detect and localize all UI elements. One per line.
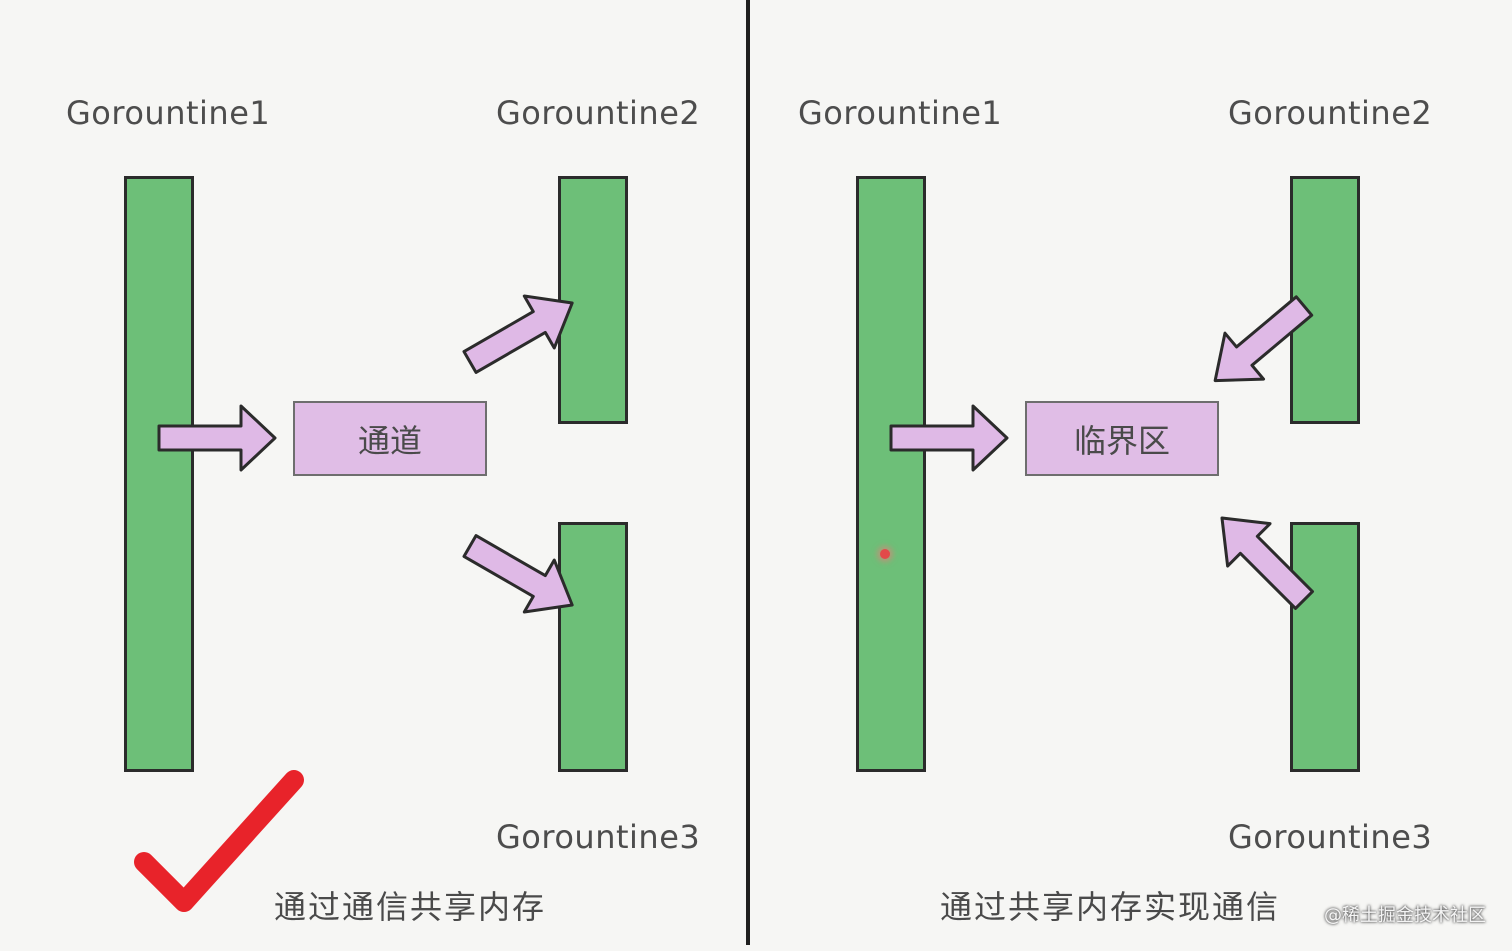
arrow-up-right-icon bbox=[462, 294, 574, 374]
goroutine2-label: Gorountine2 bbox=[496, 94, 701, 132]
goroutine3-label: Gorountine3 bbox=[1228, 818, 1433, 856]
goroutine1-label: Gorountine1 bbox=[66, 94, 271, 132]
goroutine2-bar bbox=[1290, 176, 1360, 424]
pointer-dot bbox=[880, 549, 890, 559]
goroutine1-bar bbox=[124, 176, 194, 772]
arrow-down-left-icon bbox=[1213, 295, 1314, 383]
goroutine3-label: Gorountine3 bbox=[496, 818, 701, 856]
channel-box-label: 通道 bbox=[357, 421, 422, 460]
critical-section-box: 临界区 bbox=[1025, 401, 1219, 476]
left-caption: 通过通信共享内存 bbox=[274, 888, 547, 926]
right-panel: Gorountine1 Gorountine2 Gorountine3 临界区 … bbox=[752, 0, 1512, 951]
goroutine1-bar bbox=[856, 176, 926, 772]
arrow-right-icon bbox=[157, 404, 277, 472]
right-caption: 通过共享内存实现通信 bbox=[940, 888, 1281, 926]
goroutine3-bar bbox=[1290, 522, 1360, 772]
goroutine3-bar bbox=[558, 522, 628, 772]
check-mark-icon bbox=[134, 770, 304, 912]
panel-divider bbox=[746, 0, 750, 945]
channel-box: 通道 bbox=[293, 401, 487, 476]
goroutine2-label: Gorountine2 bbox=[1228, 94, 1433, 132]
arrow-up-left-icon bbox=[1220, 516, 1314, 610]
goroutine1-label: Gorountine1 bbox=[798, 94, 1003, 132]
arrow-down-right-icon bbox=[462, 534, 574, 614]
left-panel: Gorountine1 Gorountine2 Gorountine3 通道 通… bbox=[0, 0, 750, 951]
critical-section-label: 临界区 bbox=[1073, 421, 1170, 460]
watermark: @稀土掘金技术社区 bbox=[1324, 905, 1486, 926]
arrow-right-icon bbox=[889, 404, 1009, 472]
